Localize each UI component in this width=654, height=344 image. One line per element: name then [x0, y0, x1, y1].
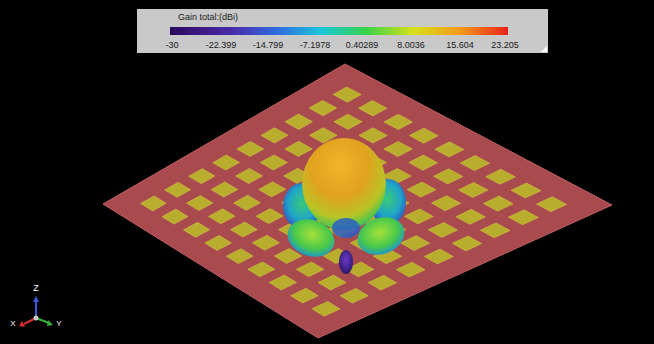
patch [456, 209, 485, 224]
patch [434, 169, 463, 184]
back-lobe [339, 250, 353, 274]
tick-label: -7.1978 [300, 41, 331, 50]
ground-plane [103, 64, 612, 338]
axis-label: Y [56, 320, 61, 328]
patch [259, 182, 286, 197]
patch [236, 168, 263, 183]
patch [359, 101, 387, 116]
patch [269, 275, 296, 290]
patch [165, 182, 191, 197]
patch [435, 142, 464, 157]
patch [428, 223, 457, 238]
patch [407, 182, 436, 197]
patch [424, 249, 453, 264]
patch [333, 87, 361, 102]
patch [334, 114, 362, 129]
colorbar-title: Gain total:(dBi) [178, 13, 238, 22]
patch [205, 236, 232, 251]
patch [432, 196, 461, 211]
patch [511, 183, 541, 198]
patch [141, 196, 167, 211]
main-lobe [302, 138, 386, 230]
patch [260, 155, 287, 170]
patch-array [141, 87, 567, 316]
resize-grip [541, 46, 547, 52]
patch [248, 262, 275, 277]
patch [226, 249, 253, 264]
patch [209, 209, 236, 224]
axis-triad [19, 296, 53, 327]
patch [211, 182, 238, 197]
axis-label: Z [33, 284, 39, 293]
patch [480, 223, 510, 238]
colorbar [170, 27, 508, 35]
patch [187, 196, 213, 211]
patch [410, 128, 439, 143]
patch [252, 235, 279, 250]
patch [401, 236, 430, 251]
patch [256, 209, 283, 224]
patch [509, 210, 539, 225]
patch [309, 101, 337, 116]
patch [213, 155, 240, 170]
patch [452, 236, 481, 251]
patch [368, 275, 396, 290]
patch [296, 262, 324, 277]
lobe-neck [332, 218, 360, 238]
patch [234, 195, 261, 210]
patch [312, 302, 340, 317]
patch [285, 114, 312, 129]
patch [460, 156, 489, 171]
patch [261, 128, 288, 143]
tick-label: -22.399 [206, 41, 237, 50]
patch [162, 209, 188, 224]
patch [537, 197, 567, 212]
patch [459, 183, 488, 198]
patch [396, 262, 425, 277]
patch [486, 169, 516, 184]
patch [318, 275, 346, 290]
tick-label: 23.205 [491, 41, 519, 50]
patch [231, 222, 258, 237]
patch [409, 155, 438, 170]
patch [189, 169, 215, 184]
tick-label: 8.0036 [397, 41, 425, 50]
radiation-pattern [282, 138, 409, 274]
patch [340, 288, 368, 303]
axis-label: X [10, 320, 15, 328]
patch [291, 288, 319, 303]
patch [384, 114, 413, 129]
tick-label: 15.604 [446, 41, 474, 50]
patch [237, 141, 264, 156]
patch [384, 142, 412, 157]
tick-label: -30 [165, 41, 178, 50]
colorbar-panel [137, 9, 548, 53]
tick-label: 0.40289 [346, 41, 379, 50]
patch [184, 222, 210, 237]
tick-label: -14.799 [253, 41, 284, 50]
patch [359, 128, 387, 143]
patch [405, 209, 434, 224]
patch [484, 196, 514, 211]
patch [285, 141, 312, 156]
